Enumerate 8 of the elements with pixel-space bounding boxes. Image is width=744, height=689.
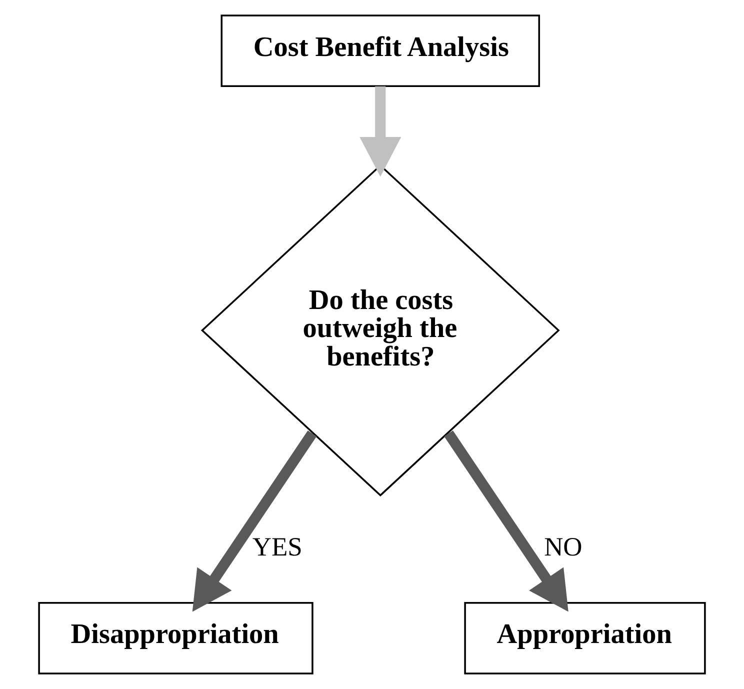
arrow xyxy=(192,430,317,612)
node-box: Disappropriation xyxy=(38,602,314,674)
node-box: Cost Benefit Analysis xyxy=(220,14,540,87)
node-box: Appropriation xyxy=(464,602,706,674)
edge-label: NO xyxy=(544,531,582,562)
arrow xyxy=(360,86,402,177)
edge-label: YES xyxy=(252,531,302,562)
arrow xyxy=(444,430,568,612)
